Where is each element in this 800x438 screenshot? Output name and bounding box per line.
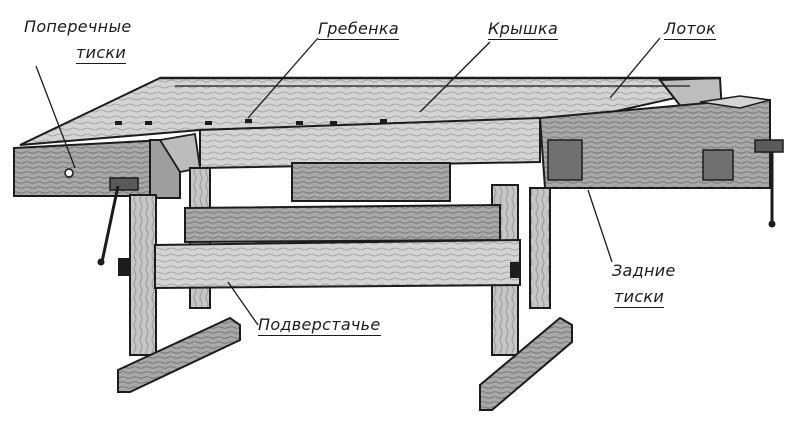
foot-right [479, 316, 573, 411]
label-cross-vise-line2: тиски [76, 43, 127, 64]
label-rear-vise-line2: тиски [614, 287, 665, 308]
underframe-stretcher [154, 238, 521, 290]
drawer [291, 162, 451, 202]
label-cross-vise-line1: Поперечные [24, 17, 132, 36]
leg-front-left [129, 194, 157, 356]
label-tray: Лоток [664, 19, 717, 40]
workbench-top [13, 76, 784, 266]
label-comb: Гребенка [318, 19, 399, 40]
underframe-structure [117, 167, 573, 411]
label-rear-vise-line1: Задние [612, 261, 676, 280]
front-apron [199, 116, 541, 170]
cross-vise-handle [97, 177, 139, 266]
leader-lines [35, 37, 661, 326]
label-underframe: Подверстачье [258, 315, 381, 336]
rear-vise-handle [754, 139, 784, 228]
foot-left [117, 316, 241, 393]
label-lid: Крышка [488, 19, 559, 40]
